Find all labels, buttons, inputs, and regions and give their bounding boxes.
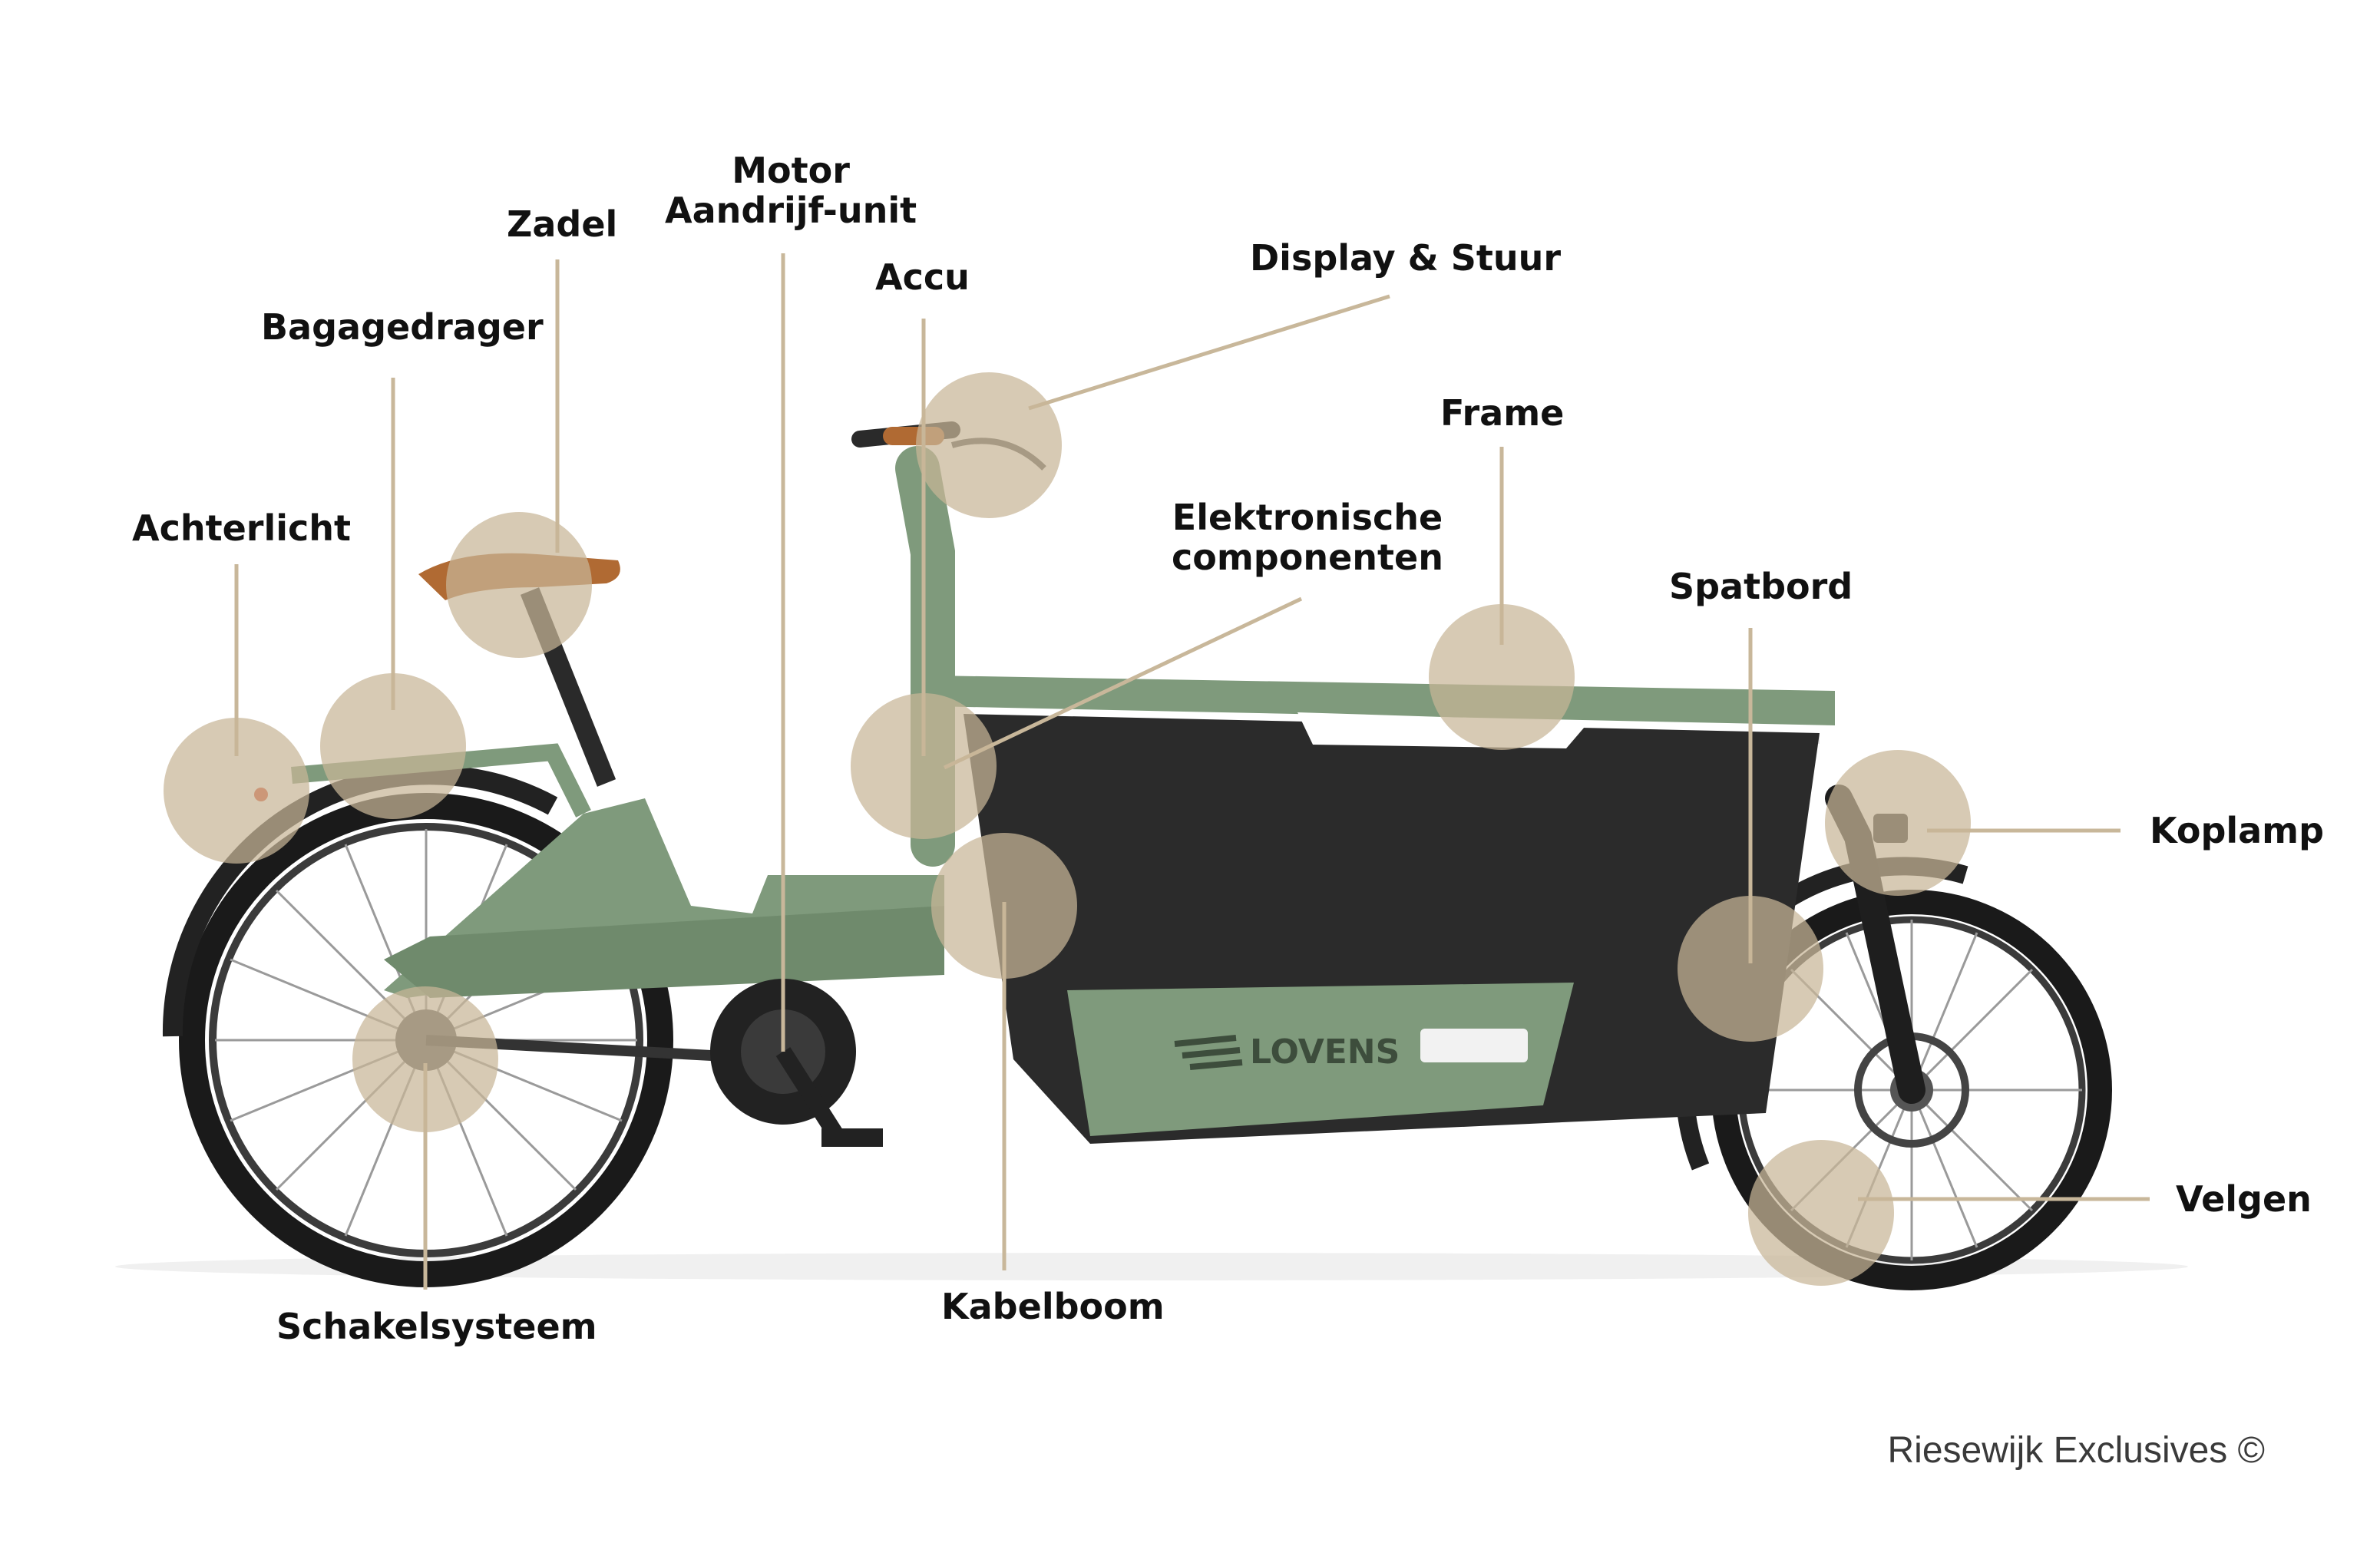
label-kabelboom: Kabelboom [941,1286,1165,1327]
label-velgen: Velgen [2176,1178,2312,1220]
marker-achterlicht [164,718,309,864]
label-display: Display & Stuur [1250,237,1562,279]
marker-velgen [1748,1140,1894,1286]
label-elektronische-line1: Elektronische [1172,497,1443,538]
rear-frame-lower [384,906,944,998]
label-spatbord: Spatbord [1669,566,1853,607]
label-zadel: Zadel [507,203,618,245]
label-schakelsysteem: Schakelsysteem [276,1306,597,1347]
marker-bagagedrager [320,673,466,819]
label-motor-line1: Motor [732,150,850,191]
copyright-credit: Riesewijk Exclusives © [1887,1430,2265,1471]
ground-shadow [115,1253,2188,1280]
leader-lines [234,253,2150,1290]
marker-frame [1429,604,1575,750]
brand-logo: LOVENS [1174,1032,1400,1072]
marker-elektronische [851,693,997,839]
panel-vent [1420,1029,1528,1062]
marker-spatbord [1678,896,1823,1042]
label-elektronische: Elektronische componenten [1172,497,1443,577]
label-achterlicht: Achterlicht [132,507,352,549]
label-accu: Accu [875,256,970,298]
motor [710,979,883,1147]
marker-circles [164,372,1971,1286]
label-motor: Motor Aandrijf-unit [665,150,917,230]
label-koplamp: Koplamp [2150,810,2325,851]
marker-koplamp [1825,750,1971,896]
lower-panel [1067,983,1574,1136]
brand-name: LOVENS [1250,1032,1400,1072]
cargo-top-rail [933,676,1835,725]
marker-zadel [446,512,592,658]
leader-elektronische [943,596,1303,770]
leader-display [1028,294,1390,411]
label-frame: Frame [1440,392,1565,434]
label-motor-line2: Aandrijf-unit [665,190,917,231]
marker-display [916,372,1062,518]
label-elektronische-line2: componenten [1172,537,1443,578]
marker-schakelsysteem [352,986,498,1132]
label-bagagedrager: Bagagedrager [261,306,544,348]
marker-kabelboom [931,833,1077,979]
